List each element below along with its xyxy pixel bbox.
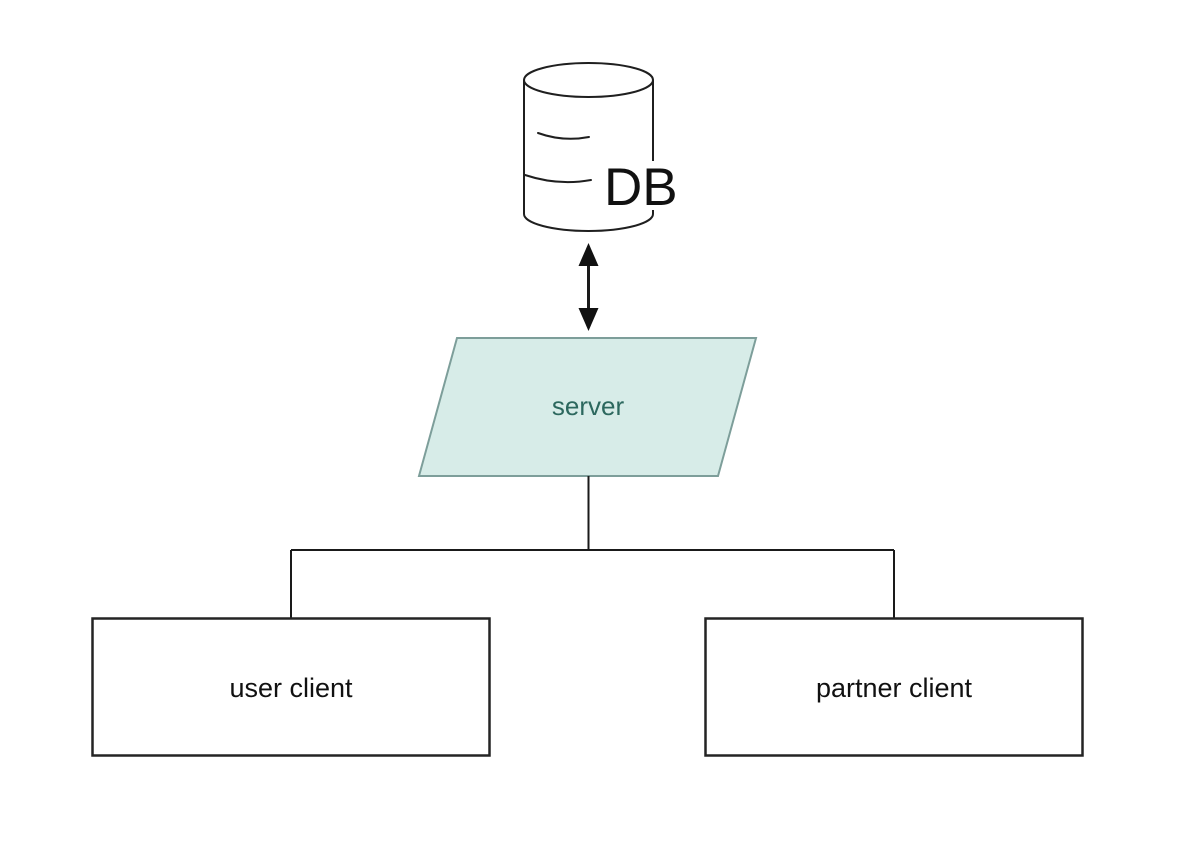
db-cylinder-level-line-2 (524, 174, 592, 184)
arrow-head-up-icon (578, 243, 599, 266)
server-label: server (552, 391, 625, 421)
partner-client-label: partner client (816, 673, 973, 703)
server-node: server (417, 337, 758, 477)
db-server-arrow (578, 243, 599, 331)
partner-client-node-shape (704, 617, 1084, 757)
database-cylinder-icon (523, 62, 654, 232)
user-client-label: user client (229, 673, 353, 703)
user-client-node-shape (91, 617, 491, 757)
db-cylinder-level-line-1 (537, 132, 590, 140)
db-cylinder-body (523, 79, 654, 232)
db-cylinder-top (523, 62, 654, 98)
db-label-background (602, 161, 687, 210)
server-node-shape (417, 337, 758, 477)
server-clients-connector (290, 476, 895, 618)
user-client-node: user client (91, 617, 491, 757)
db-node: DB (523, 62, 687, 232)
db-label: DB (604, 158, 678, 217)
partner-client-node: partner client (704, 617, 1084, 757)
arrow-head-down-icon (578, 308, 599, 331)
